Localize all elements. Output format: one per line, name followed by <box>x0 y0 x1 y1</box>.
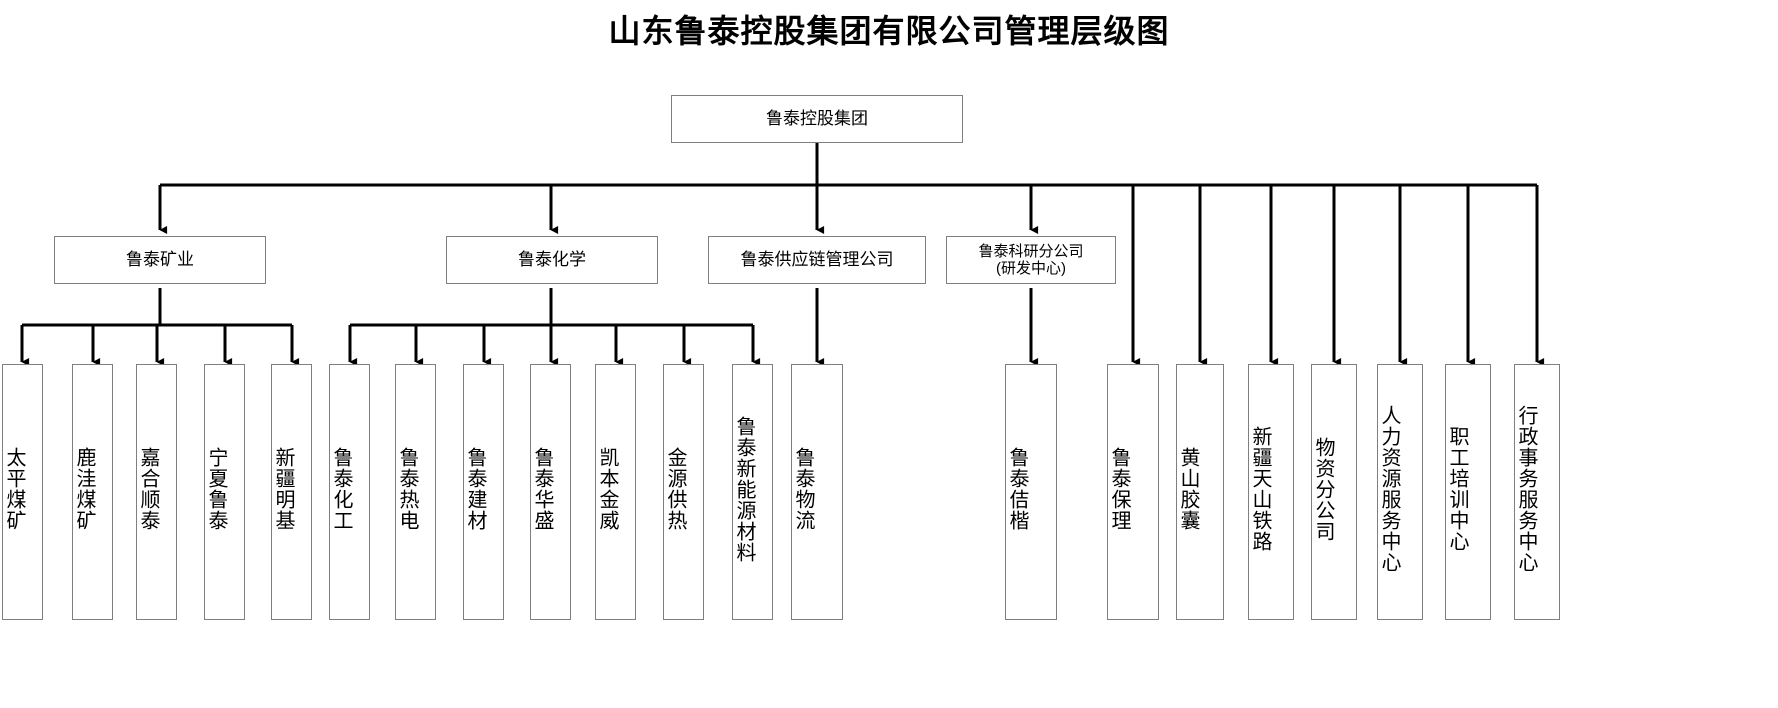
node-leaf-label: 鲁泰新能源材料 <box>733 415 755 563</box>
node-leaf-lutai-chemical[interactable]: 鲁泰化工 <box>329 364 370 620</box>
node-leaf-label: 金源供热 <box>664 447 686 531</box>
node-leaf-ningxia-lutai[interactable]: 宁夏鲁泰 <box>204 364 245 620</box>
node-leaf-materials-branch[interactable]: 物资分公司 <box>1311 364 1357 620</box>
node-leaf-luwa-coal[interactable]: 鹿洼煤矿 <box>72 364 113 620</box>
node-leaf-xinjiang-tianshan-railway[interactable]: 新疆天山铁路 <box>1248 364 1294 620</box>
node-leaf-label: 新疆明基 <box>272 447 294 531</box>
node-leaf-label: 鹿洼煤矿 <box>73 447 95 531</box>
node-leaf-lutai-materials[interactable]: 鲁泰建材 <box>463 364 504 620</box>
node-leaf-lutai-huasheng[interactable]: 鲁泰华盛 <box>530 364 571 620</box>
node-division-mining-label: 鲁泰矿业 <box>126 250 194 270</box>
node-division-mining[interactable]: 鲁泰矿业 <box>54 236 266 284</box>
node-division-research-label: 鲁泰科研分公司 <box>978 242 1084 260</box>
node-leaf-hr-service-center[interactable]: 人力资源服务中心 <box>1377 364 1423 620</box>
node-leaf-label: 嘉合顺泰 <box>137 447 159 531</box>
node-leaf-lutai-factoring[interactable]: 鲁泰保理 <box>1107 364 1159 620</box>
node-division-research[interactable]: 鲁泰科研分公司 (研发中心) <box>946 236 1116 284</box>
node-leaf-kaiben-jinwei[interactable]: 凯本金威 <box>595 364 636 620</box>
node-leaf-label: 鲁泰物流 <box>792 447 814 531</box>
node-leaf-jinyuan-heating[interactable]: 金源供热 <box>663 364 704 620</box>
node-division-supply[interactable]: 鲁泰供应链管理公司 <box>708 236 926 284</box>
node-leaf-label: 新疆天山铁路 <box>1249 426 1271 552</box>
node-leaf-taiping-coal[interactable]: 太平煤矿 <box>2 364 43 620</box>
node-leaf-label: 鲁泰化工 <box>330 447 352 531</box>
node-leaf-lutai-thermal[interactable]: 鲁泰热电 <box>395 364 436 620</box>
node-leaf-lutai-jikai[interactable]: 鲁泰佶楷 <box>1005 364 1057 620</box>
node-division-supply-label: 鲁泰供应链管理公司 <box>740 250 894 270</box>
node-leaf-huangshan-capsule[interactable]: 黄山胶囊 <box>1176 364 1224 620</box>
page-title: 山东鲁泰控股集团有限公司管理层级图 <box>608 13 1170 49</box>
node-division-chemical[interactable]: 鲁泰化学 <box>446 236 658 284</box>
node-leaf-label: 凯本金威 <box>596 447 618 531</box>
node-leaf-staff-training-center[interactable]: 职工培训中心 <box>1445 364 1491 620</box>
node-leaf-label: 人力资源服务中心 <box>1378 405 1400 573</box>
node-leaf-label: 黄山胶囊 <box>1177 447 1199 531</box>
node-leaf-label: 宁夏鲁泰 <box>205 447 227 531</box>
node-leaf-lutai-logistics[interactable]: 鲁泰物流 <box>791 364 843 620</box>
node-division-research-sublabel: (研发中心) <box>996 260 1066 277</box>
node-leaf-jiaheshuntai[interactable]: 嘉合顺泰 <box>136 364 177 620</box>
node-leaf-lutai-new-energy-materials[interactable]: 鲁泰新能源材料 <box>732 364 773 620</box>
node-leaf-label: 太平煤矿 <box>3 447 25 531</box>
node-leaf-label: 职工培训中心 <box>1446 426 1468 552</box>
node-root-label: 鲁泰控股集团 <box>766 109 868 129</box>
node-leaf-label: 行政事务服务中心 <box>1515 405 1537 573</box>
node-division-chemical-label: 鲁泰化学 <box>518 250 586 270</box>
node-leaf-label: 物资分公司 <box>1312 436 1334 542</box>
node-leaf-label: 鲁泰热电 <box>396 447 418 531</box>
node-root[interactable]: 鲁泰控股集团 <box>671 95 963 143</box>
node-leaf-label: 鲁泰保理 <box>1108 447 1130 531</box>
node-leaf-label: 鲁泰华盛 <box>531 447 553 531</box>
node-leaf-xinjiang-mingji[interactable]: 新疆明基 <box>271 364 312 620</box>
node-leaf-label: 鲁泰建材 <box>464 447 486 531</box>
node-leaf-admin-service-center[interactable]: 行政事务服务中心 <box>1514 364 1560 620</box>
node-leaf-label: 鲁泰佶楷 <box>1006 447 1028 531</box>
